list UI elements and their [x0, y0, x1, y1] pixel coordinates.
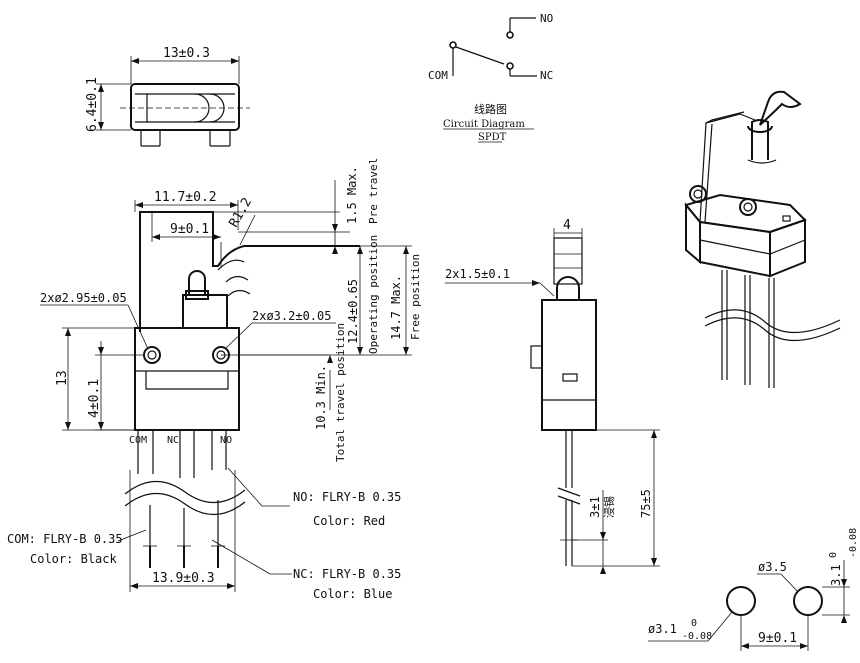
- top-width-dim: 13±0.3: [163, 46, 210, 61]
- front-width-dim: 11.7±0.2: [154, 190, 217, 205]
- com-wire-spec: COM: FLRY-B 0.35: [7, 532, 123, 546]
- free-label: Free position: [409, 254, 422, 340]
- strip-cn: 浸锡: [602, 496, 616, 518]
- circuit-type: SPDT: [478, 132, 507, 143]
- circuit-nc-label: NC: [540, 69, 553, 82]
- circuit-diagram: NO COM NC 线路图 Circuit Diagram SPDT: [428, 12, 553, 143]
- isometric-view: [684, 90, 841, 388]
- circuit-title-cn: 线路图: [474, 102, 507, 116]
- total-travel-label: Total travel position: [334, 323, 347, 462]
- pin-nc-label: NC: [167, 435, 179, 446]
- hole-pattern-view: 9±0.1 ø3.5 ø3.1 0 -0.08 3.1 0 -0.08: [648, 528, 859, 651]
- slot-dim: 2x1.5±0.1: [445, 267, 510, 281]
- pin-no-label: NO: [220, 435, 232, 446]
- nc-wire-color: Color: Blue: [313, 587, 392, 601]
- pin-com-label: COM: [129, 435, 147, 446]
- com-wire-color: Color: Black: [30, 552, 117, 566]
- circuit-no-label: NO: [540, 12, 553, 25]
- side-view: 4 2x1.5±0.1 3±1 浸锡 75±5: [445, 218, 660, 574]
- wire-callouts: NO: FLRY-B 0.35 Color: Red COM: FLRY-B 0…: [7, 467, 401, 601]
- no-wire-color: Color: Red: [313, 514, 385, 528]
- side-width-dim: 4: [563, 218, 571, 233]
- left-hole-dim: 2xø2.95±0.05: [40, 291, 127, 305]
- top-height-dim: 6.4±0.1: [85, 77, 100, 132]
- length-dim: 75±5: [639, 489, 653, 518]
- top-view: 13±0.3 6.4±0.1: [85, 46, 250, 147]
- nc-wire-spec: NC: FLRY-B 0.35: [293, 567, 401, 581]
- pin-tol-lower: -0.08: [682, 631, 712, 642]
- pattern-height-tol-lower: -0.08: [848, 528, 859, 558]
- strip-dim: 3±1: [588, 496, 602, 518]
- free-dim: 14.7 Max.: [389, 275, 403, 340]
- operating-dim: 12.4±0.65: [346, 279, 360, 344]
- pin-tol-upper: 0: [691, 618, 697, 629]
- circuit-com-label: COM: [428, 69, 448, 82]
- pin-dia-dim: ø3.1: [648, 622, 677, 636]
- hole-dia-dim: ø3.5: [758, 560, 787, 574]
- pre-travel-label: Pre travel: [367, 158, 380, 224]
- total-travel-dim: 10.3 Min.: [314, 365, 328, 430]
- hole-spacing-bottom-dim: 9±0.1: [758, 631, 797, 646]
- bottom-width-dim: 13.9±0.3: [152, 571, 215, 586]
- right-hole-dim: 2xø3.2±0.05: [252, 309, 331, 323]
- hole-height-dim: 4±0.1: [87, 379, 102, 418]
- front-view: COM NC NO 11.7±0.2 9±0.1 R1.2 2xø2.95±0.…: [40, 158, 422, 592]
- pattern-height-tol-upper: 0: [828, 552, 839, 558]
- pre-travel-dim: 1.5 Max.: [345, 166, 359, 224]
- radius-dim: R1.2: [226, 195, 255, 230]
- pattern-height-dim: 3.1: [829, 564, 843, 586]
- circuit-title-en: Circuit Diagram: [443, 119, 525, 130]
- operating-label: Operating position: [367, 235, 380, 354]
- hole-spacing-dim: 9±0.1: [170, 222, 209, 237]
- height-13-dim: 13: [55, 370, 70, 386]
- no-wire-spec: NO: FLRY-B 0.35: [293, 490, 401, 504]
